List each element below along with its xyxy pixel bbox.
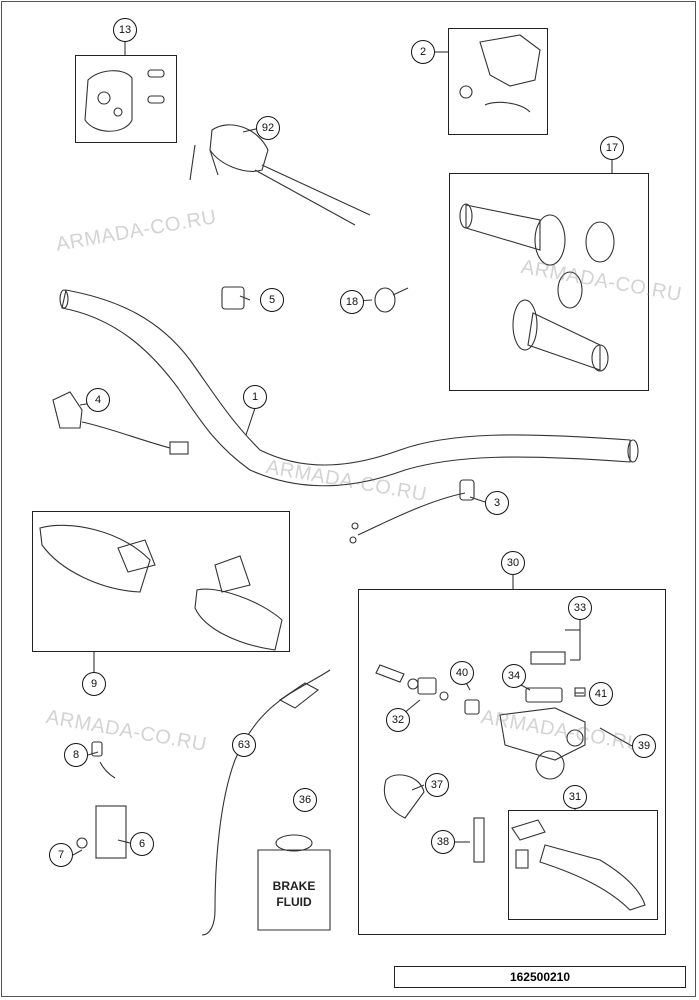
callout-36: 36 — [293, 788, 317, 812]
bottle-label-line-1: BRAKE — [273, 879, 316, 893]
document-number: 162500210 — [394, 966, 686, 988]
bottle-label-line-2: FLUID — [276, 895, 312, 909]
callout-37: 37 — [425, 773, 449, 797]
callout-34: 34 — [502, 664, 526, 688]
callout-32: 32 — [386, 708, 410, 732]
callout-92: 92 — [256, 116, 280, 140]
callout-30: 30 — [501, 551, 525, 575]
callout-4: 4 — [86, 388, 110, 412]
callout-13: 13 — [113, 18, 137, 42]
callout-33: 33 — [568, 596, 592, 620]
callout-9: 9 — [82, 672, 106, 696]
group-box-13 — [75, 55, 177, 143]
group-box-2 — [448, 28, 548, 135]
callout-1: 1 — [243, 385, 267, 409]
callout-39: 39 — [632, 734, 656, 758]
callout-38: 38 — [431, 830, 455, 854]
group-box-9 — [32, 511, 290, 652]
handlebar — [61, 289, 631, 487]
callout-31: 31 — [563, 785, 587, 809]
callout-41: 41 — [589, 682, 613, 706]
group-box-17 — [449, 173, 649, 391]
callout-8: 8 — [64, 743, 88, 767]
callout-5: 5 — [260, 288, 284, 312]
callout-7: 7 — [49, 843, 73, 867]
callout-3: 3 — [485, 491, 509, 515]
group-box-30 — [358, 589, 666, 935]
callout-17: 17 — [600, 136, 624, 160]
callout-6: 6 — [130, 832, 154, 856]
callout-18: 18 — [340, 290, 364, 314]
callout-40: 40 — [450, 661, 474, 685]
callout-2: 2 — [411, 40, 435, 64]
callout-63: 63 — [232, 733, 256, 757]
group-box-31 — [508, 810, 658, 920]
